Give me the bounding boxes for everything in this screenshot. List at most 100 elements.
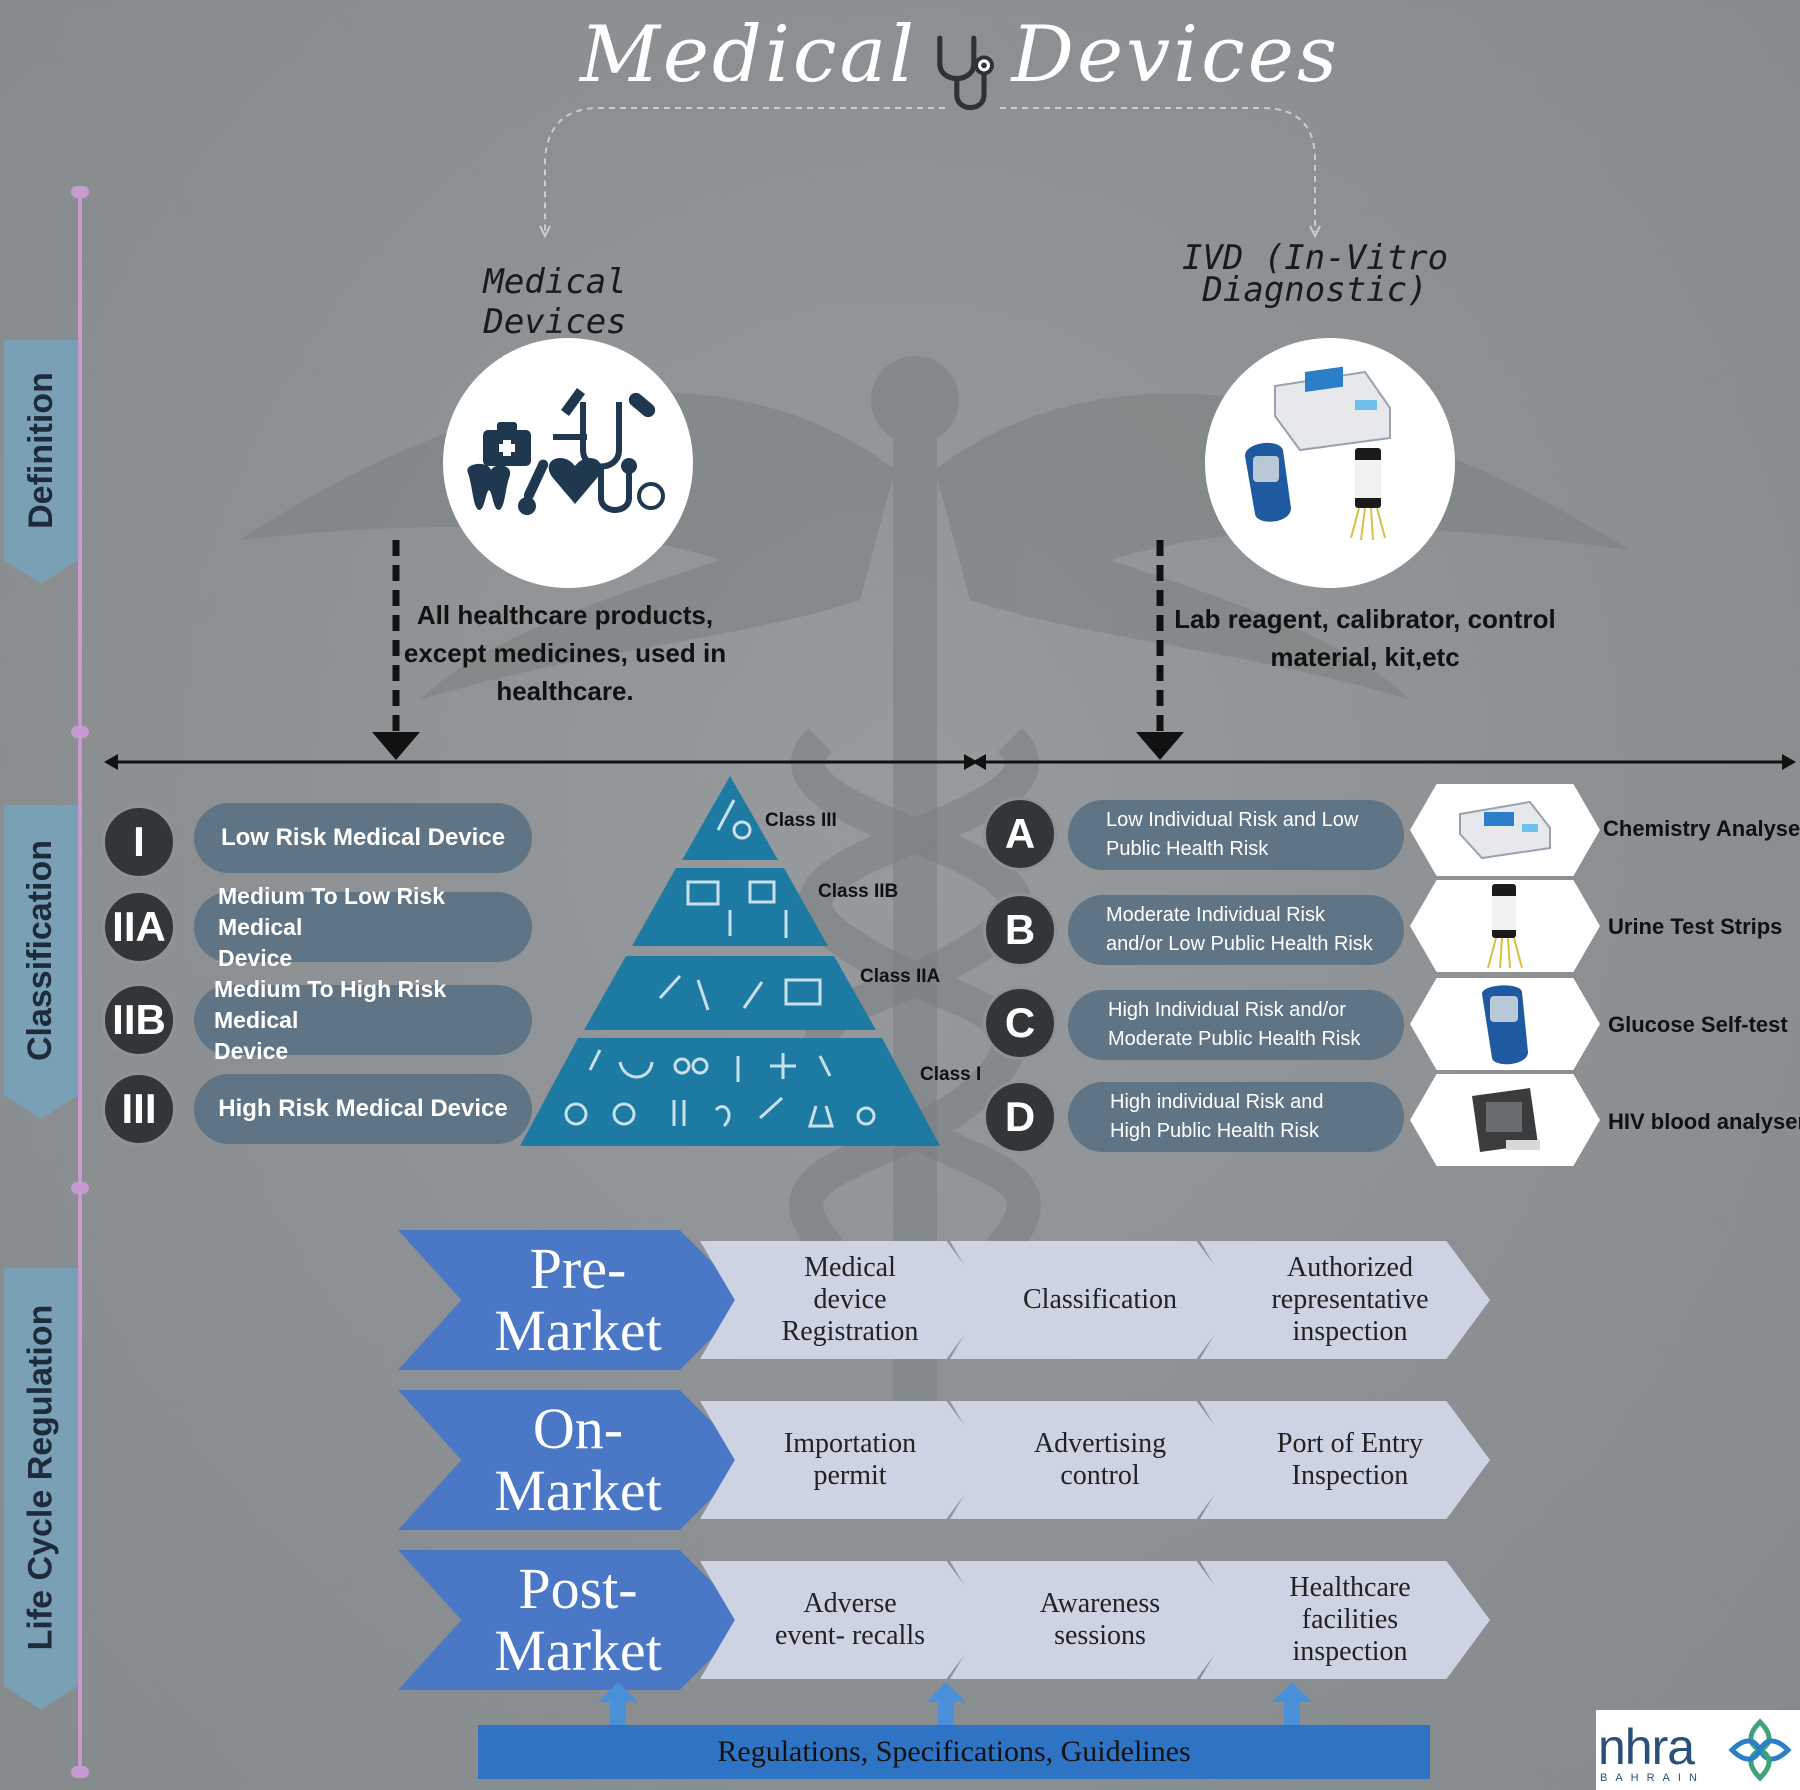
- class-badge-b: B: [983, 893, 1057, 967]
- pyramid-label-class-iib: Class IIB: [818, 881, 899, 902]
- arrows-layer: [104, 540, 1796, 770]
- step-label: Classification: [1023, 1284, 1177, 1315]
- page-title: Medical Devices: [580, 0, 1340, 111]
- logo-wordmark: nhra: [1598, 1719, 1695, 1775]
- pyramid-label-class-i: Class I: [920, 1064, 982, 1085]
- section-tab-classification: Classification: [4, 805, 78, 1119]
- class-badge-iii: III: [102, 1072, 176, 1146]
- step-advertising-control: [950, 1401, 1240, 1519]
- timeline-dot: [71, 1182, 89, 1194]
- regulations-bar: Regulations, Specifications, Guidelines: [478, 1725, 1430, 1779]
- timeline-dot: [71, 186, 89, 198]
- class-iii-pill: High Risk Medical Device: [194, 1074, 532, 1144]
- pill-label: High individual Risk and: [1110, 1091, 1324, 1113]
- pill-label: Moderate Individual Risk: [1106, 904, 1325, 926]
- stage-label: Pre-Market: [494, 1236, 662, 1363]
- pill-label: Medium To Low Risk Medical: [218, 882, 446, 940]
- definition-line: except medicines, used in: [403, 638, 727, 668]
- up-arrow-icon: [598, 1682, 638, 1726]
- chemistry-analyser-icon: [1410, 784, 1600, 876]
- stethoscope-icon: [937, 35, 994, 111]
- pill-label: Device: [218, 944, 293, 971]
- definition-line: All healthcare products,: [416, 600, 714, 630]
- class-iib-pill: Medium To High Risk Medical Device: [194, 976, 532, 1064]
- step-classification: [950, 1241, 1240, 1359]
- definition-line: healthcare.: [496, 676, 634, 706]
- class-b-pill: Moderate Individual Risk and/or Low Publ…: [1068, 895, 1404, 965]
- up-arrow-icon: [926, 1682, 966, 1726]
- pill-label: and/or Low Public Health Risk: [1106, 933, 1373, 955]
- class-c-pill: High Individual Risk and/or Moderate Pub…: [1068, 990, 1404, 1060]
- class-badge-a: A: [983, 797, 1057, 871]
- class-d-pill: High individual Risk and High Public Hea…: [1068, 1082, 1404, 1152]
- title-left: Medical: [580, 10, 918, 100]
- step-awareness-sessions: [950, 1561, 1240, 1679]
- pill-label: Public Health Risk: [1106, 838, 1269, 860]
- pill-label: Low Individual Risk and Low: [1106, 809, 1359, 831]
- ivd-definition-text: Lab reagent, calibrator, control materia…: [1170, 600, 1560, 676]
- ivd-heading: IVD (In-Vitro Diagnostic): [1170, 238, 1460, 310]
- ivd-circle: [1205, 338, 1455, 588]
- medical-devices-circle: [443, 338, 693, 588]
- product-label-glucose: Glucose Self-test: [1608, 1012, 1788, 1037]
- step-healthcare-facilities-inspection: [1200, 1561, 1490, 1679]
- class-iia-pill: Medium To Low Risk Medical Device: [194, 883, 532, 971]
- ivd-heading-line: Diagnostic): [1202, 270, 1428, 310]
- pill-label: High Public Health Risk: [1110, 1120, 1319, 1142]
- medical-devices-heading: Medical Devices: [483, 262, 627, 342]
- up-arrow-icon: [1272, 1682, 1312, 1726]
- product-label-hiv: HIV blood analyser: [1608, 1109, 1800, 1134]
- class-a-pill: Low Individual Risk and Low Public Healt…: [1068, 800, 1404, 870]
- stage-on-market: On-Market: [398, 1390, 750, 1530]
- pill-label: Device: [214, 1037, 289, 1064]
- ivd-equipment-icon: [1245, 366, 1391, 541]
- product-label-urine: Urine Test Strips: [1608, 914, 1783, 939]
- nhra-logo: nhra BAHRAIN: [1596, 1710, 1800, 1790]
- class-badge-iia: IIA: [102, 890, 176, 964]
- class-badge-i: I: [102, 805, 176, 879]
- timeline-dot: [71, 1766, 89, 1778]
- section-tab-lifecycle: Life Cycle Regulation: [4, 1268, 78, 1710]
- definition-line: Lab reagent, calibrator, control: [1174, 604, 1556, 634]
- pill-label: Moderate Public Health Risk: [1108, 1028, 1361, 1050]
- logo-subtitle: BAHRAIN: [1600, 1772, 1705, 1784]
- ivd-heading-line: IVD (In-Vitro: [1181, 238, 1449, 278]
- timeline-line: [78, 190, 82, 1770]
- medical-definition-text: All healthcare products, except medicine…: [400, 596, 730, 710]
- regulations-label: Regulations, Specifications, Guidelines: [717, 1735, 1191, 1768]
- step-port-of-entry-inspection: [1200, 1401, 1490, 1519]
- class-badge-c: C: [983, 986, 1057, 1060]
- title-right: Devices: [1011, 10, 1340, 100]
- pill-label: High Risk Medical Device: [218, 1095, 508, 1122]
- product-label-chemistry: Chemistry Analyser: [1603, 816, 1800, 841]
- stage-label: On-Market: [494, 1396, 662, 1523]
- timeline-dot: [71, 726, 89, 738]
- step-importation-permit: [700, 1401, 990, 1519]
- urine-strips-icon: [1410, 880, 1600, 972]
- section-label: Classification: [21, 839, 60, 1061]
- pill-label: Medium To High Risk Medical: [214, 975, 447, 1033]
- section-label: Definition: [21, 371, 60, 529]
- class-i-pill: Low Risk Medical Device: [194, 803, 532, 873]
- class-badge-iib: IIB: [102, 983, 176, 1057]
- pill-label: High Individual Risk and/or: [1108, 999, 1346, 1021]
- glucometer-icon: [1410, 978, 1600, 1070]
- class-badge-d: D: [983, 1080, 1057, 1154]
- stage-label: Post-Market: [494, 1556, 662, 1683]
- medical-equipment-icon: [467, 388, 665, 515]
- step-adverse-event-recalls: [700, 1561, 990, 1679]
- title-connector: [539, 107, 1321, 239]
- flower-logo-icon: [1728, 1718, 1792, 1782]
- definition-line: material, kit,etc: [1270, 642, 1460, 672]
- hiv-analyser-icon: [1410, 1074, 1600, 1166]
- section-tab-definition: Definition: [4, 340, 78, 584]
